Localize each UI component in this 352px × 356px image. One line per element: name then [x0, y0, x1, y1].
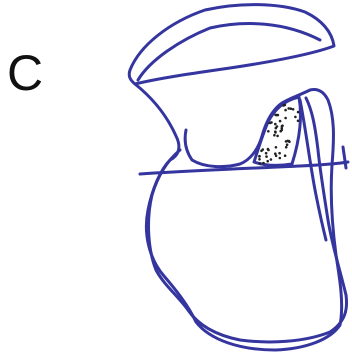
stipple-dot [294, 116, 297, 119]
stipple-dot [281, 129, 284, 132]
stipple-dot [275, 114, 278, 117]
stipple-dot [278, 152, 281, 155]
stipple-dot [276, 125, 279, 128]
stipple-dot [258, 155, 261, 158]
stipple-dot [266, 160, 269, 163]
stipple-dot [286, 143, 289, 146]
stipple-dot [279, 157, 282, 160]
stipple-dot [281, 124, 284, 127]
stipple-dot [259, 162, 262, 165]
stipple-dot [274, 123, 277, 126]
stipple-dot [282, 104, 285, 107]
upper-articular-inner-outline [138, 24, 320, 80]
stipple-dot [279, 120, 282, 123]
stipple-dot [297, 111, 300, 114]
stipple-dot [274, 130, 277, 133]
stipple-dot [262, 162, 265, 165]
stipple-dot [269, 122, 272, 125]
stipple-dot [270, 158, 273, 161]
stipple-dot [265, 155, 268, 158]
stipple-dot [275, 146, 278, 149]
upper-articular-outline [129, 5, 334, 84]
stipple-dot [297, 120, 300, 123]
stipple-dot [276, 135, 279, 138]
stipple-dot [284, 109, 287, 112]
stipple-dot [285, 146, 288, 149]
stipple-dot [265, 152, 268, 155]
stipple-dot [286, 140, 289, 143]
stipple-dot [284, 117, 287, 120]
panel-label: C [7, 45, 43, 101]
stipple-dot [292, 108, 295, 111]
stipple-dot [284, 154, 287, 157]
transverse-reference-tick [343, 147, 346, 168]
stipple-dot [260, 150, 263, 153]
bone-body-outline [135, 84, 342, 350]
stipple-dot [275, 155, 278, 158]
stipple-dot [258, 158, 261, 161]
overlay-bone-outline [149, 98, 347, 342]
stipple-dot [290, 107, 293, 110]
stipple-dot [273, 134, 276, 137]
stipple-dot [267, 130, 270, 133]
stipple-dot [267, 148, 270, 151]
transverse-reference-line [140, 162, 348, 174]
